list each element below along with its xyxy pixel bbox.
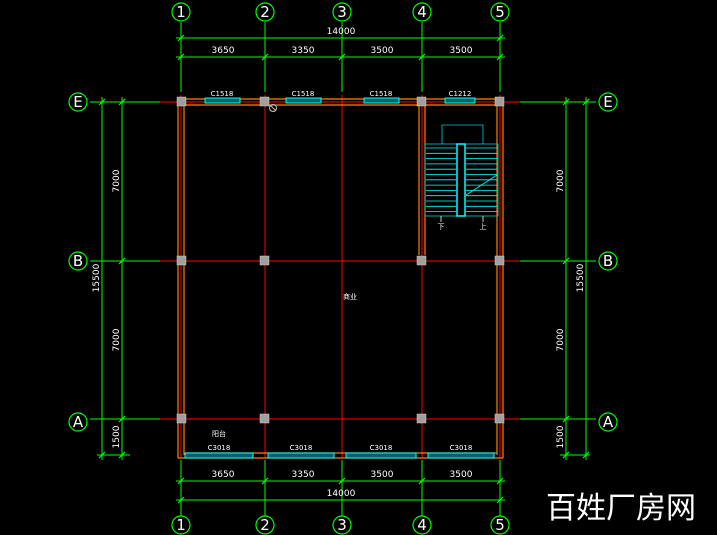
window-tag-top-3: C1518	[370, 90, 393, 98]
dim-right-overall: 15500	[576, 263, 586, 292]
axis-label-3-bottom: 3	[337, 516, 347, 534]
dim-bay-3-bottom: 3500	[371, 470, 394, 480]
axis-label-A-left: A	[73, 413, 84, 431]
window-tag-bottom-1: C3018	[208, 444, 231, 452]
axis-label-4-top: 4	[417, 3, 427, 21]
dim-bay-1-top: 3650	[212, 46, 235, 56]
window-tag-bottom-4: C3018	[450, 444, 473, 452]
dim-bay-2-bottom: 3350	[292, 470, 315, 480]
watermark: 百姓厂房网	[546, 491, 696, 526]
axis-label-2-bottom: 2	[260, 516, 270, 534]
window-tag-bottom-3: C3018	[370, 444, 393, 452]
dim-right-lower: 7000	[556, 328, 566, 351]
window-tag-top-1: C1518	[211, 90, 234, 98]
dim-bay-4-top: 3500	[450, 46, 473, 56]
axis-label-2-top: 2	[260, 3, 270, 21]
axis-bubbles-top	[171, 2, 510, 22]
window-tag-bottom-2: C3018	[290, 444, 313, 452]
dim-bay-1-bottom: 3650	[212, 470, 235, 480]
dim-overall-top: 14000	[327, 27, 356, 37]
stair	[424, 124, 499, 222]
dim-overall-bottom: 14000	[327, 489, 356, 499]
axis-bubbles-bottom	[171, 515, 510, 535]
axis-bubbles-left	[68, 92, 88, 432]
dim-right-upper: 7000	[556, 169, 566, 192]
axis-label-B-left: B	[73, 252, 83, 270]
balcony-label: 阳台	[212, 429, 226, 438]
stair-up-label: 上	[480, 222, 487, 231]
room-label: 商业	[343, 292, 357, 301]
axis-label-3-top: 3	[337, 3, 347, 21]
dim-bay-2-top: 3350	[292, 46, 315, 56]
axis-label-1-top: 1	[176, 3, 186, 21]
axis-bubbles-right	[598, 92, 618, 432]
axis-label-5-top: 5	[495, 3, 505, 21]
axis-label-1-bottom: 1	[176, 516, 186, 534]
axis-label-E-left: E	[73, 93, 82, 111]
stair-down-label: 下	[438, 223, 445, 231]
columns	[176, 96, 505, 424]
axis-label-B-right: B	[603, 252, 613, 270]
dim-right-bottom: 1500	[556, 425, 566, 448]
axis-label-4-bottom: 4	[417, 516, 427, 534]
dimension-ticks	[98, 34, 590, 504]
axis-label-E-right: E	[603, 93, 612, 111]
window-tag-top-4: C1212	[449, 90, 472, 98]
dim-left-overall: 15500	[92, 263, 102, 292]
cursor-marker	[269, 104, 277, 112]
axis-grid-lines	[155, 95, 525, 458]
dim-left-lower: 7000	[112, 328, 122, 351]
axis-label-5-bottom: 5	[495, 516, 505, 534]
dim-bay-3-top: 3500	[371, 46, 394, 56]
dim-left-upper: 7000	[112, 169, 122, 192]
windows	[184, 97, 495, 459]
dim-bay-4-bottom: 3500	[450, 470, 473, 480]
dim-left-bottom: 1500	[112, 425, 122, 448]
axis-label-A-right: A	[603, 413, 614, 431]
window-tag-top-2: C1518	[292, 90, 315, 98]
